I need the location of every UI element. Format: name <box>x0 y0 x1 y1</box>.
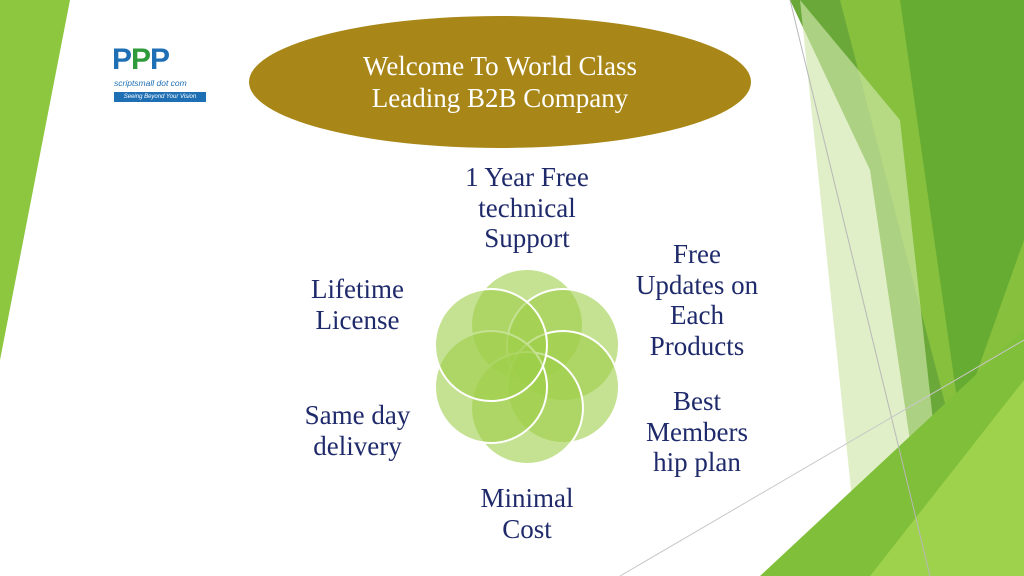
feature-label-license: Lifetime License <box>311 274 404 335</box>
right-pale-green-panel <box>800 0 950 576</box>
company-logo: PPP scriptsmall dot com Seeing Beyond Yo… <box>112 44 208 106</box>
logo-letter-1: P <box>112 43 132 76</box>
logo-letters: PPP <box>112 43 170 76</box>
logo-tagline: scriptsmall dot com <box>114 78 187 88</box>
feature-label-cost: Minimal Cost <box>480 483 574 544</box>
feature-label-support: 1 Year Free technical Support <box>465 162 589 253</box>
feature-label-delivery: Same day delivery <box>304 400 411 461</box>
logo-letter-2: P <box>131 43 151 76</box>
petal-top-left <box>434 288 548 402</box>
logo-letter-3: P <box>150 43 170 76</box>
decor-line-2 <box>619 339 1024 576</box>
welcome-banner: Welcome To World Class Leading B2B Compa… <box>249 16 751 148</box>
right-deep-green-strip <box>900 0 1024 420</box>
logo-slogan: Seeing Beyond Your Vision <box>114 92 206 102</box>
feature-label-membership: Best Members hip plan <box>646 386 748 477</box>
decor-line-1 <box>789 0 931 576</box>
feature-label-updates: Free Updates on Each Products <box>635 239 759 361</box>
banner-title: Welcome To World Class Leading B2B Compa… <box>363 51 637 113</box>
bottom-right-lime-wedge <box>870 380 1024 576</box>
left-green-wedge <box>0 0 70 360</box>
